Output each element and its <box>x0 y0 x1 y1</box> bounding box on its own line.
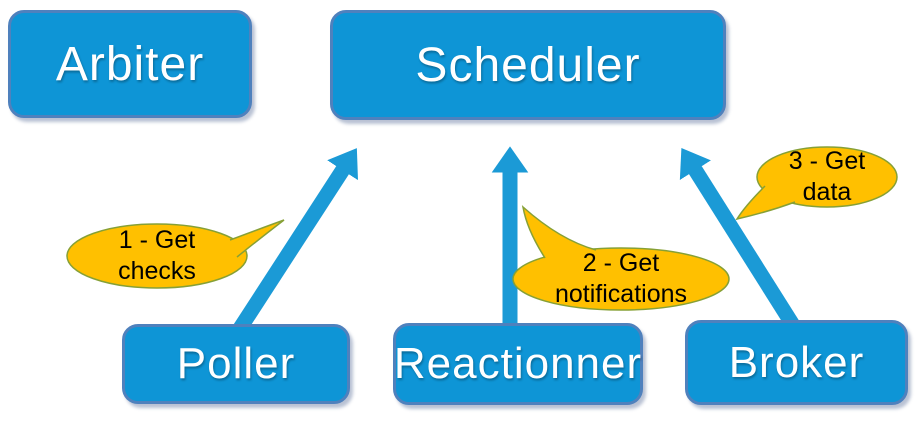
callout-get-data-line2: data <box>802 178 852 206</box>
callout-get-notifications-line2: notifications <box>554 280 688 308</box>
node-arbiter-label: Arbiter <box>55 37 205 91</box>
callout-get-notifications: 2 - Get notifications <box>513 248 729 310</box>
callout-get-data-tail <box>735 185 796 221</box>
callout-get-checks: 1 - Get checks <box>67 224 247 288</box>
callout-get-checks-line2: checks <box>118 257 196 285</box>
callout-get-notifications-shape <box>512 205 730 311</box>
node-broker: Broker <box>685 320 908 405</box>
callout-get-data-line1: 3 - Get <box>788 147 866 175</box>
callout-get-checks-line1: 1 - Get <box>118 226 196 254</box>
node-scheduler: Scheduler <box>330 10 726 120</box>
node-broker-label: Broker <box>728 337 865 387</box>
callout-get-data: 3 - Get data <box>757 147 897 207</box>
node-poller-label: Poller <box>176 339 296 388</box>
callout-get-notifications-tail <box>521 205 597 259</box>
arrow-poller-to-scheduler <box>230 148 358 338</box>
callout-get-checks-tail <box>229 219 285 258</box>
callout-get-checks-shape <box>66 219 285 289</box>
arrow-broker-to-scheduler <box>679 148 805 337</box>
node-arbiter: Arbiter <box>8 10 252 118</box>
callout-get-notifications-line1: 2 - Get <box>582 249 660 277</box>
node-scheduler-label: Scheduler <box>415 38 641 92</box>
callout-get-data-shape <box>735 146 898 221</box>
node-reactionner: Reactionner <box>393 323 643 405</box>
node-poller: Poller <box>122 324 350 404</box>
node-reactionner-label: Reactionner <box>393 339 643 388</box>
